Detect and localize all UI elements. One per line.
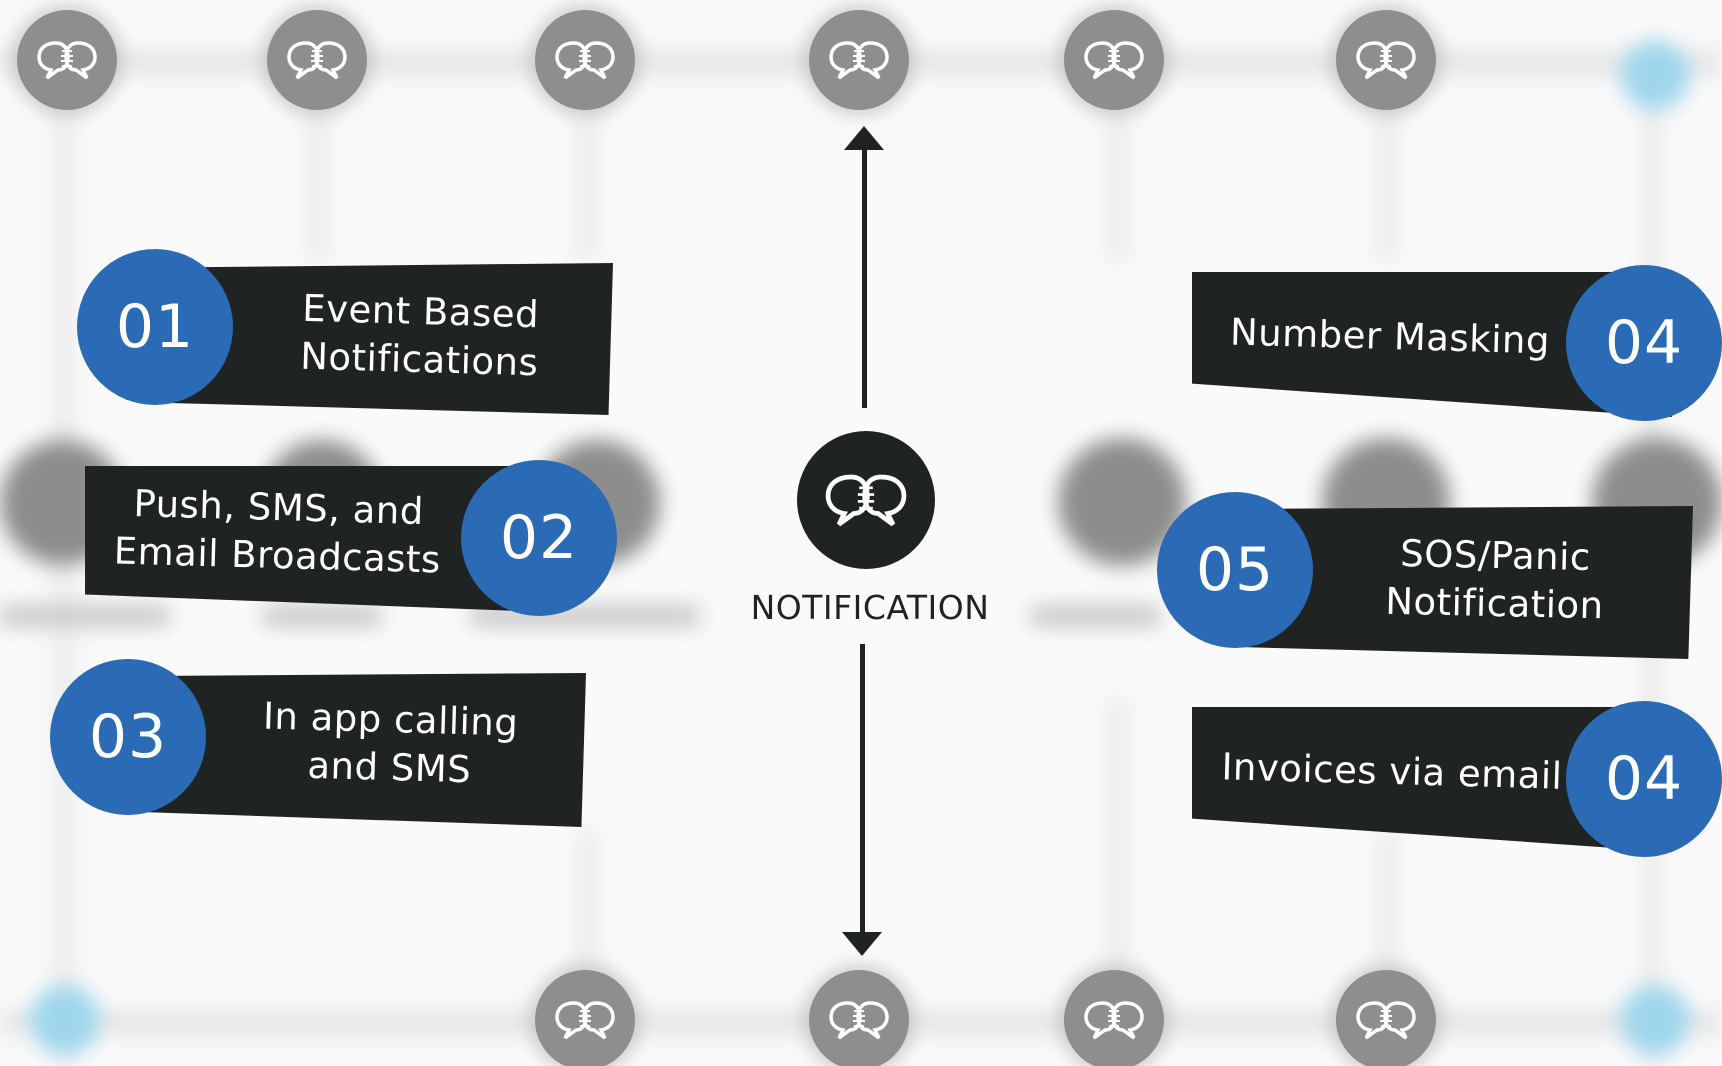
- feature-line: and SMS: [306, 743, 472, 792]
- feature-text-04: Number Masking: [1219, 308, 1560, 365]
- feature-line: SOS/Panic: [1399, 532, 1592, 579]
- feature-text-02: Push, SMS, and Email Broadcasts: [104, 479, 453, 585]
- speech-node-bottom-1: [535, 970, 635, 1066]
- arrow-down-line: [860, 644, 865, 934]
- feature-badge-06: 04: [1566, 701, 1722, 857]
- feature-text-06: Invoices via email: [1211, 743, 1572, 801]
- feature-tag-03: [130, 673, 586, 827]
- feature-text-03: In app calling and SMS: [239, 692, 542, 796]
- arrow-up-line: [862, 150, 867, 408]
- speech-bubbles-icon: [829, 41, 889, 80]
- feature-line: Invoices via email: [1220, 745, 1564, 798]
- feature-badge-02: 02: [461, 460, 617, 616]
- hub-label: NOTIFICATION: [750, 588, 990, 627]
- feature-line: Number Masking: [1229, 310, 1551, 363]
- speech-node-top-1: [17, 10, 117, 110]
- speech-bubbles-icon: [829, 1001, 889, 1040]
- speech-bubbles-icon: [555, 41, 615, 80]
- speech-bubbles-icon: [1356, 41, 1416, 80]
- speech-bubbles-icon: [37, 41, 97, 80]
- speech-bubbles-icon: [1084, 1001, 1144, 1040]
- speech-node-top-6: [1336, 10, 1436, 110]
- speech-node-bottom-2: [809, 970, 909, 1066]
- feature-badge-05: 05: [1157, 492, 1313, 648]
- speech-bubbles-icon: [287, 41, 347, 80]
- speech-node-top-3: [535, 10, 635, 110]
- feature-line: Notification: [1384, 579, 1605, 628]
- speech-node-bottom-3: [1064, 970, 1164, 1066]
- speech-bubbles-icon: [825, 474, 907, 527]
- speech-node-top-5: [1064, 10, 1164, 110]
- feature-badge-01: 01: [77, 249, 233, 405]
- feature-badge-03: 03: [50, 659, 206, 815]
- speech-node-top-2: [267, 10, 367, 110]
- feature-tag-01: [165, 263, 613, 415]
- speech-bubbles-icon: [1356, 1001, 1416, 1040]
- speech-bubbles-icon: [555, 1001, 615, 1040]
- feature-text-01: Event Based Notifications: [269, 284, 572, 388]
- arrow-down-head: [842, 932, 882, 956]
- speech-node-bottom-4: [1336, 970, 1436, 1066]
- speech-bubbles-icon: [1084, 41, 1144, 80]
- feature-text-05: SOS/Panic Notification: [1344, 529, 1646, 631]
- feature-line: In app calling: [262, 694, 519, 745]
- feature-line: Notifications: [299, 334, 539, 385]
- speech-node-top-4: [809, 10, 909, 110]
- arrow-up-head: [844, 126, 884, 150]
- feature-line: Email Broadcasts: [113, 529, 442, 582]
- feature-badge-04: 04: [1566, 265, 1722, 421]
- notification-hub: [797, 431, 935, 569]
- feature-line: Event Based: [301, 286, 540, 337]
